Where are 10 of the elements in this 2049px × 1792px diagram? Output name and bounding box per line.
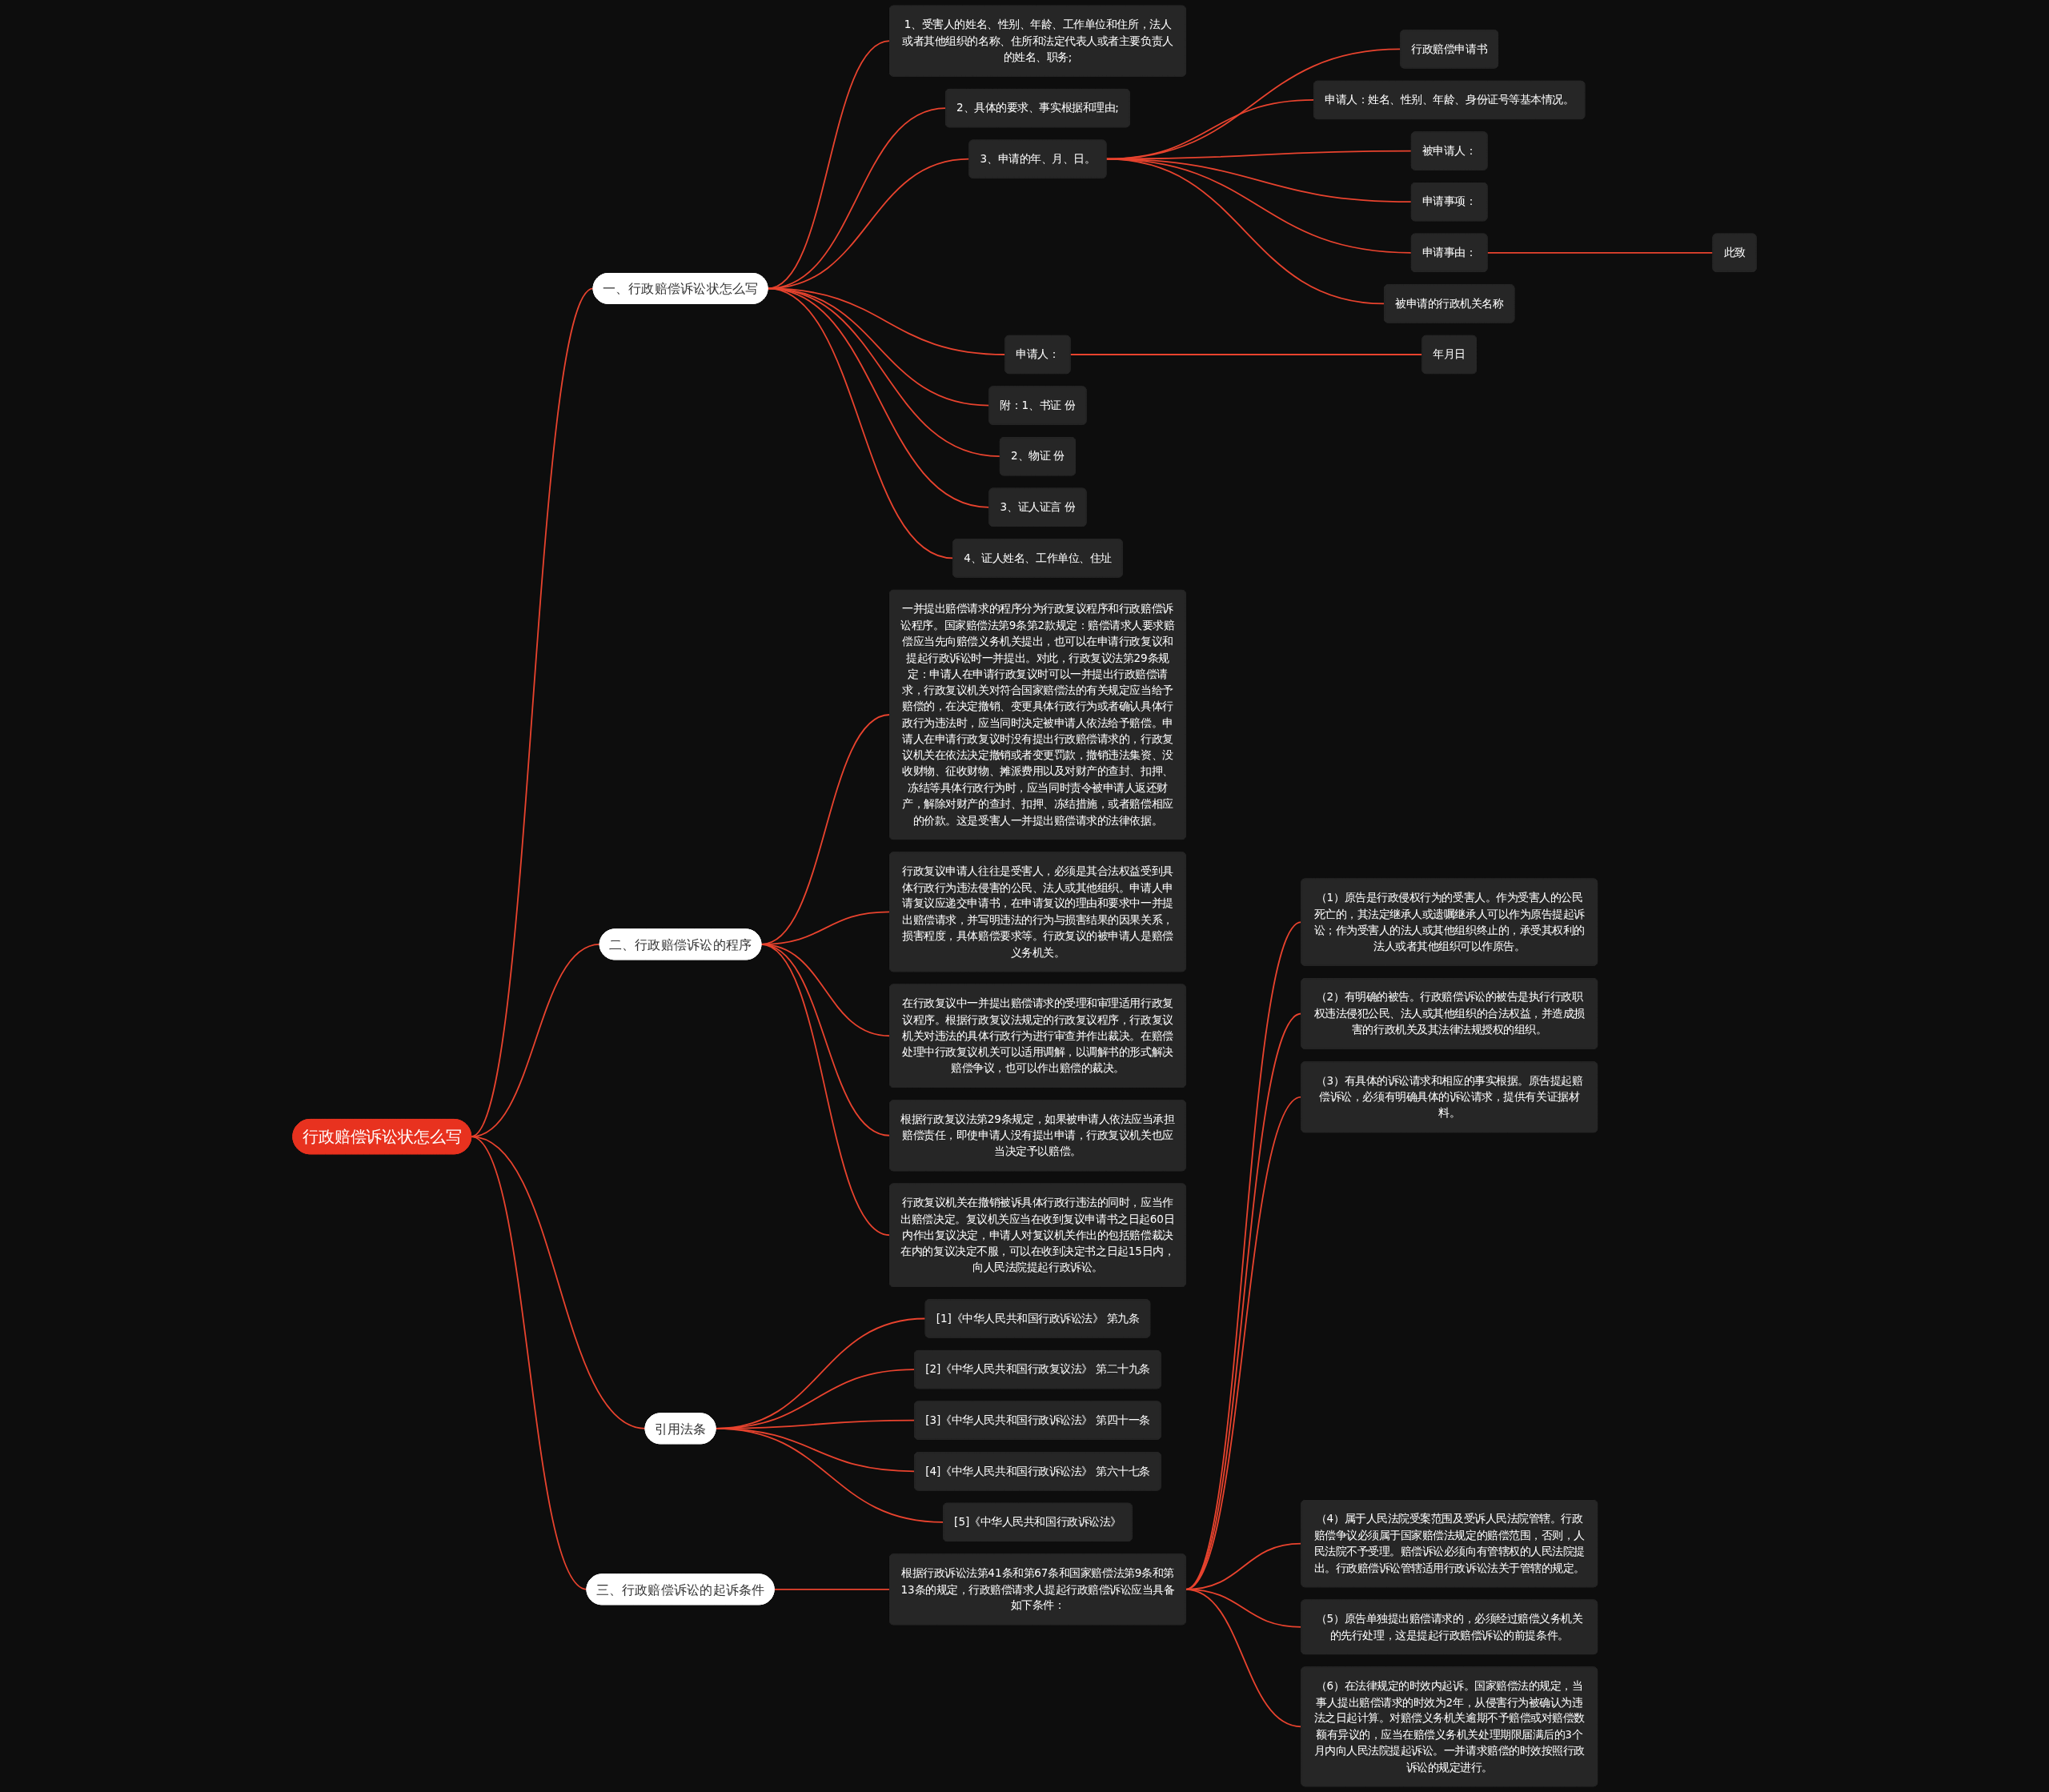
- connector: [1069, 354, 1423, 355]
- connector: [1486, 251, 1714, 254]
- connector: [715, 1427, 944, 1523]
- connector: [470, 1136, 587, 1590]
- connector: [1105, 158, 1385, 305]
- connector: [767, 158, 970, 290]
- connector: [760, 944, 891, 1237]
- connector: [1185, 1588, 1302, 1728]
- connector: [773, 1588, 891, 1590]
- connector: [767, 287, 954, 559]
